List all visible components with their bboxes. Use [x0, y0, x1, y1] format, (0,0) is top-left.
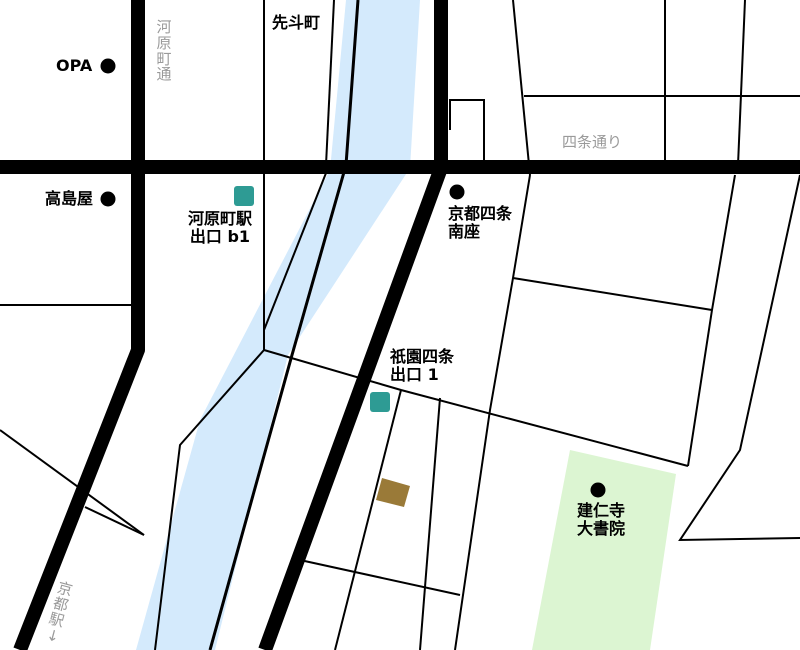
street — [84, 506, 145, 536]
street — [0, 429, 145, 536]
kenninji-line2: 大書院 — [576, 518, 625, 538]
shijo-dori-label: 四条通り — [562, 133, 623, 151]
street — [687, 174, 736, 467]
street — [512, 277, 713, 311]
takashimaya-label: 高島屋 — [45, 189, 94, 208]
opa-label: OPA — [56, 56, 93, 75]
kawaramachi-exit-marker — [234, 186, 254, 206]
street — [154, 349, 265, 650]
gion-shijo-line1: 祇園四条 — [390, 347, 455, 366]
gion-shijo-exit-marker — [370, 392, 390, 412]
opa-marker-icon — [100, 58, 116, 74]
kenninji-park-area — [532, 450, 676, 650]
kawaramachi-exit-line2: 出口 b1 — [189, 226, 251, 246]
street — [263, 349, 689, 467]
street — [512, 0, 531, 176]
river-embankment — [208, 0, 360, 650]
kenninji-marker-icon — [590, 482, 606, 498]
pontocho-label: 先斗町 — [272, 13, 321, 32]
gion-shijo-exit-label: 祇園四条 出口 1 — [390, 348, 454, 384]
street — [334, 389, 402, 650]
minamiza-line2: 南座 — [448, 221, 481, 241]
kenninji-line1: 建仁寺 — [576, 501, 625, 520]
kawaramachi-dori-road — [13, 0, 145, 650]
takashimaya-marker-icon — [100, 191, 116, 207]
street — [678, 174, 800, 542]
kawaramachi-exit-line1: 河原町駅 — [187, 209, 252, 228]
building-block — [376, 478, 410, 507]
kawaramachi-dori-label: 河原町通 — [155, 18, 173, 84]
minamiza-line1: 京都四条 — [448, 204, 513, 223]
street — [263, 167, 329, 331]
street — [419, 397, 441, 650]
kenninji-label: 建仁寺 大書院 — [573, 502, 629, 538]
street — [325, 0, 335, 166]
kawaramachi-exit-label: 河原町駅 出口 b1 — [180, 210, 260, 246]
gion-shijo-line2: 出口 1 — [390, 364, 439, 384]
street — [299, 559, 461, 596]
minamiza-marker-icon — [449, 184, 465, 200]
street — [454, 174, 531, 650]
minamiza-label: 京都四条 南座 — [448, 205, 512, 241]
higashioji-road — [258, 0, 448, 650]
street — [737, 0, 746, 166]
kawaramachi-dori-text: 河原町通 — [156, 18, 172, 84]
street — [449, 99, 485, 160]
